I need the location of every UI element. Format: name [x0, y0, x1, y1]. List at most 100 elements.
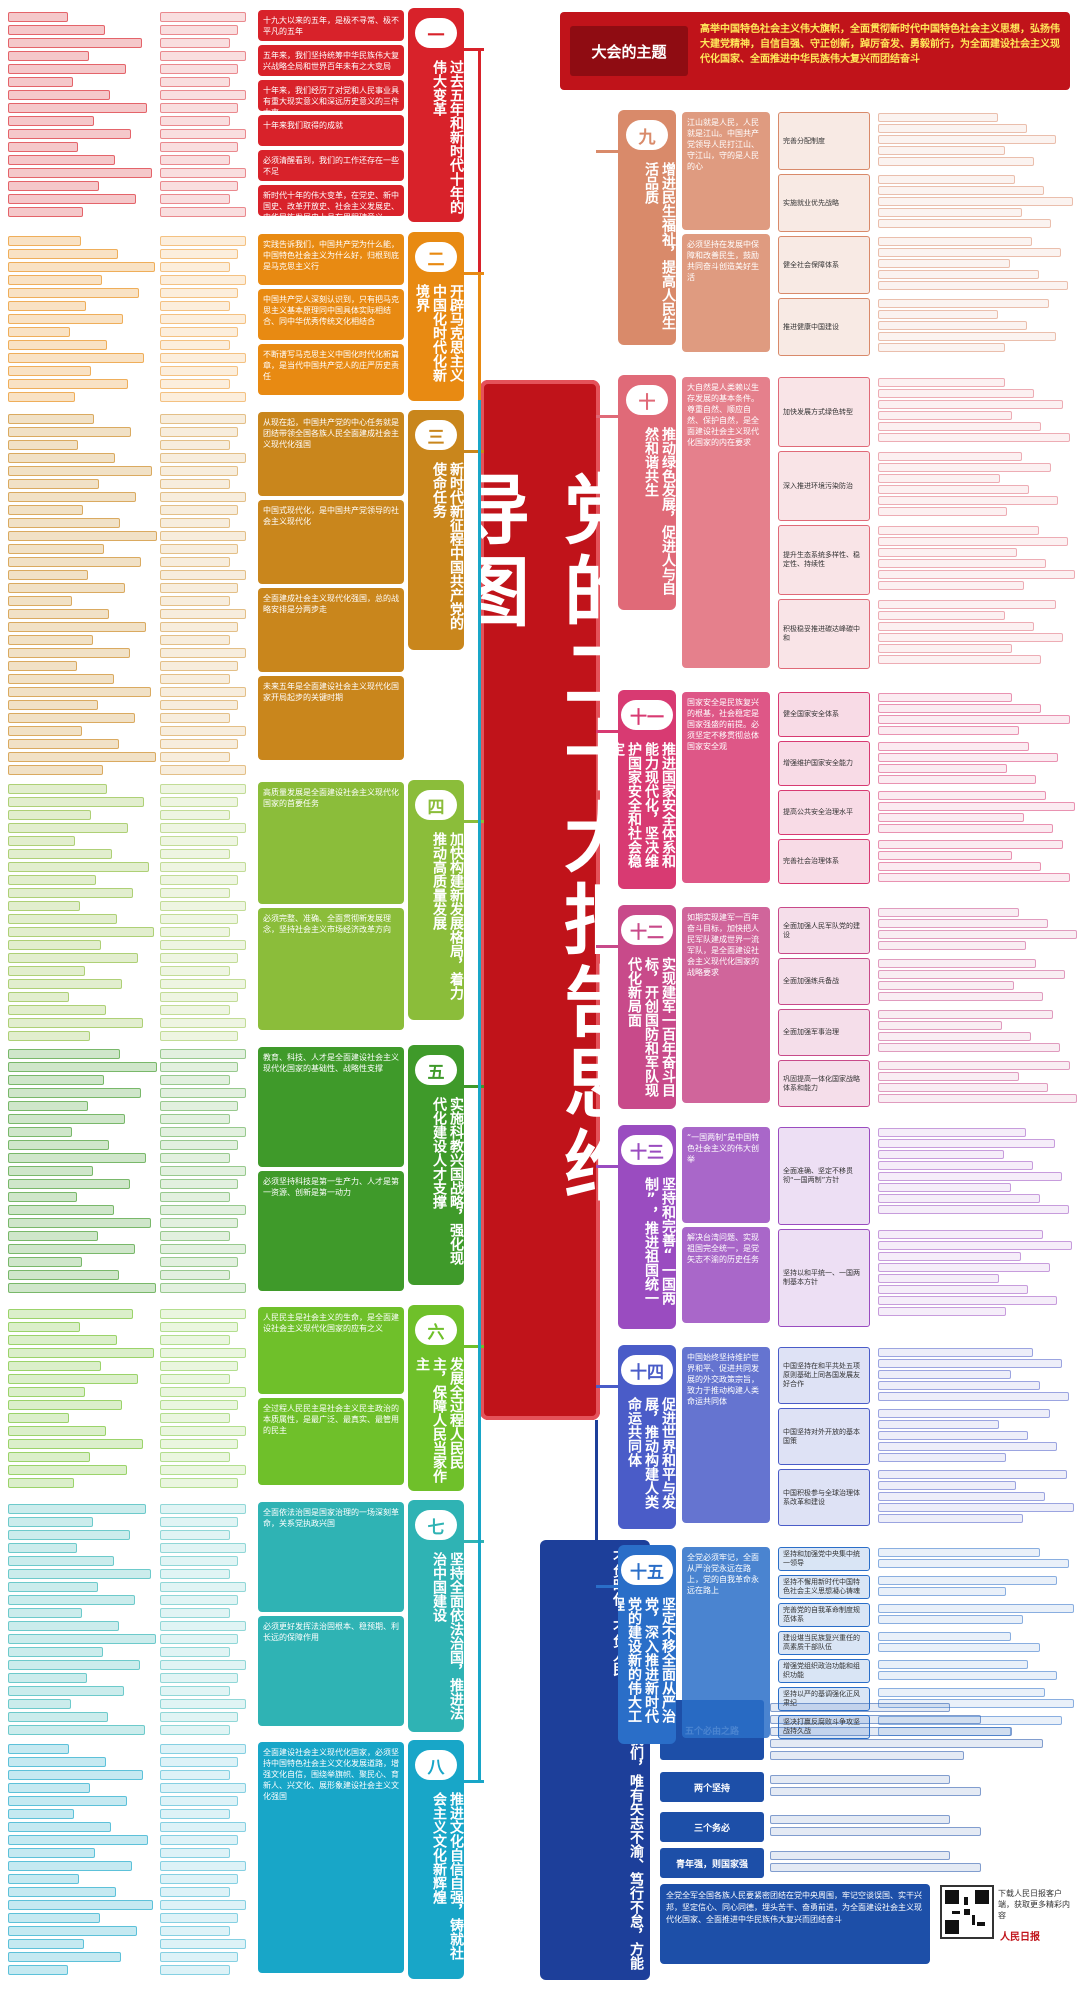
leaf-stub — [160, 1848, 230, 1858]
leaf-stub — [878, 908, 1019, 917]
section-label: 坚持全面依法治国，推进法治中国建设 — [431, 1552, 464, 1720]
section-number: 六 — [415, 1315, 457, 1345]
leaf-stub — [8, 1725, 145, 1735]
leaf-stub — [878, 1183, 1011, 1192]
leaf-stub — [160, 379, 230, 389]
section-description: 不断谱写马克思主义中国化时代化新篇章，是当代中国共产党人的庄严历史责任 — [258, 344, 404, 395]
leaf-stub — [160, 1387, 246, 1397]
leaf-stub — [8, 1088, 141, 1098]
leaf-stub — [8, 1543, 77, 1553]
leaf-stub — [878, 124, 1027, 133]
leaf-stub — [160, 1452, 230, 1462]
leaf-stub — [878, 1559, 1069, 1568]
leaf-stub — [8, 1608, 82, 1618]
leaf-stub — [160, 810, 230, 820]
leaf-stub — [160, 1322, 238, 1332]
leaf-stub — [8, 64, 126, 74]
leaf-stub — [160, 1608, 230, 1618]
leaf-stub — [8, 1530, 130, 1540]
leaf-stub — [8, 1348, 154, 1358]
leaf-stub — [878, 1263, 1050, 1272]
leaf-stub — [878, 840, 1063, 849]
leaf-stub — [160, 1595, 238, 1605]
section-description: “一国两制”是中国特色社会主义的伟大创举 — [682, 1127, 770, 1223]
leaf-stub — [8, 914, 117, 924]
leaf-stub — [8, 1413, 69, 1423]
leaf-stub — [8, 366, 91, 376]
leaf-stub — [8, 1699, 71, 1709]
leaf-stub — [8, 181, 99, 191]
leaf-stub — [878, 474, 1000, 483]
section-number: 十二 — [621, 915, 673, 945]
leaf-stub — [878, 1094, 1077, 1103]
leaf-stub — [878, 1194, 1040, 1203]
section-label: 过去五年和新时代十年的伟大变革 — [431, 60, 464, 214]
leaf-stub — [878, 1587, 1006, 1596]
leaf-stub — [878, 1514, 1023, 1523]
branch-label: 健全国家安全体系 — [778, 692, 870, 737]
leaf-stub — [8, 1595, 135, 1605]
connector-line — [462, 1780, 484, 1783]
branch-label: 提高公共安全治理水平 — [778, 790, 870, 835]
leaf-stub — [878, 321, 1027, 330]
leaf-stub — [878, 186, 1044, 195]
leaf-stub — [8, 12, 68, 22]
leaf-stub — [8, 262, 155, 272]
leaf-stub — [8, 1400, 122, 1410]
leaf-stub — [160, 1952, 238, 1962]
leaf-stub — [770, 1815, 950, 1824]
leaf-stub — [8, 1939, 84, 1949]
section-9: 九增进民生福祉，提高人民生活品质 — [618, 110, 676, 345]
leaf-stub — [160, 1647, 230, 1657]
leaf-stub — [160, 1088, 246, 1098]
section-number: 二 — [415, 242, 457, 272]
leaf-stub — [160, 518, 230, 528]
leaf-stub — [160, 661, 238, 671]
leaf-stub — [8, 1231, 98, 1241]
leaf-stub — [878, 422, 1041, 431]
leaf-stub — [160, 1465, 246, 1475]
leaf-stub — [878, 343, 1005, 352]
leaf-stub — [878, 463, 1051, 472]
leaf-stub — [160, 90, 246, 100]
leaf-stub — [160, 142, 238, 152]
connector-line — [462, 1540, 484, 1543]
leaf-stub — [160, 596, 230, 606]
leaf-stub — [878, 1252, 1021, 1261]
branch-label: 增强党组织政治功能和组织功能 — [778, 1659, 870, 1683]
leaf-stub — [160, 366, 238, 376]
section-description: 必须坚持科技是第一生产力、人才是第一资源、创新是第一动力 — [258, 1171, 404, 1291]
leaf-stub — [878, 378, 1005, 387]
leaf-stub — [160, 492, 246, 502]
section-number: 十 — [626, 385, 668, 415]
leaf-stub — [878, 851, 1012, 860]
leaf-stub — [8, 1887, 116, 1897]
leaf-stub — [160, 1517, 238, 1527]
section-description: 中国始终坚持维护世界和平、促进共同发展的外交政策宗旨，致力于推动构建人类命运共同… — [682, 1347, 770, 1523]
connector-line — [596, 1385, 620, 1388]
leaf-stub — [8, 1712, 108, 1722]
leaf-stub — [878, 332, 1056, 341]
section-number: 七 — [415, 1510, 457, 1540]
leaf-stub — [8, 1257, 82, 1267]
connector-line — [478, 48, 481, 403]
leaf-stub — [878, 981, 1014, 990]
leaf-stub — [8, 1556, 114, 1566]
leaf-stub — [160, 1413, 230, 1423]
leaf-stub — [878, 791, 1046, 800]
section-description: 中国共产党人深刻认识到，只有把马克思主义基本原理同中国具体实际相结合、同中华优秀… — [258, 289, 404, 340]
section-4: 四加快构建新发展格局，着力推动高质量发展 — [408, 780, 464, 1020]
leaf-stub — [8, 836, 75, 846]
section-description: 必须清醒看到，我们的工作还存在一些不足 — [258, 150, 404, 181]
branch-label: 全面准确、坚定不移贯彻“一国两制”方针 — [778, 1127, 870, 1225]
leaf-stub — [8, 1101, 88, 1111]
leaf-stub — [8, 1952, 121, 1962]
leaf-stub — [8, 1309, 133, 1319]
section-13: 十三坚持和完善“一国两制”，推进祖国统一 — [618, 1125, 676, 1329]
leaf-stub — [8, 765, 103, 775]
leaf-stub — [8, 1900, 153, 1910]
leaf-stub — [160, 440, 230, 450]
section-description: 如期实现建军一百年奋斗目标，加快把人民军队建成世界一流军队，是全面建设社会主义现… — [682, 907, 770, 1103]
section-description: 十年来，我们经历了对党和人民事业具有重大现实意义和深远历史意义的三件大事 — [258, 80, 404, 111]
leaf-stub — [160, 765, 246, 775]
